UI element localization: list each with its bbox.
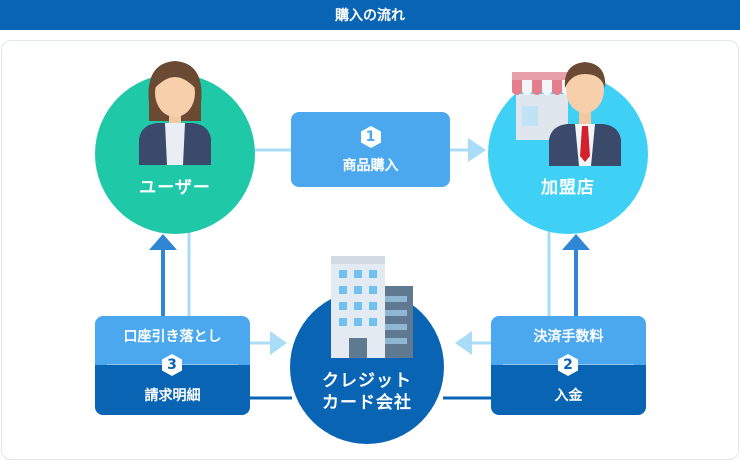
purchase-step-box: 1 商品購入 (291, 112, 450, 187)
step-3-number: 3 (167, 357, 177, 373)
billing-top: 口座引き落とし (95, 316, 250, 365)
settlement-bottom-label: 入金 (554, 388, 583, 404)
billing-bottom-label: 請求明細 (144, 388, 201, 404)
businessman-icon (549, 62, 621, 166)
card-company-label-line1: クレジット (322, 371, 412, 391)
diagram-header: 購入の流れ (0, 0, 740, 30)
purchase-label: 商品購入 (342, 157, 399, 174)
step-1-badge: 1 (360, 125, 382, 149)
settlement-top-label: 決済手数料 (533, 328, 604, 345)
step-3-badge: 3 (161, 353, 183, 377)
settlement-step-box: 決済手数料 入金 2 (491, 316, 646, 415)
billing-step-box: 口座引き落とし 請求明細 3 (95, 316, 250, 415)
card-company-label-line2: カード会社 (322, 393, 412, 413)
step-1-number: 1 (365, 128, 376, 145)
arrow-to-merchant (468, 138, 486, 162)
office-building-icon (331, 256, 413, 358)
arrow-to-card-from-right (455, 331, 472, 355)
arrow-to-user-up (149, 234, 177, 250)
woman-user-icon (139, 61, 211, 165)
step-2-badge: 2 (557, 353, 579, 377)
merchant-label: 加盟店 (541, 178, 595, 198)
user-label: ユーザー (139, 178, 211, 198)
arrow-to-merchant-up (562, 234, 590, 250)
billing-top-label: 口座引き落とし (123, 328, 222, 345)
step-2-number: 2 (563, 357, 573, 373)
header-title: 購入の流れ (335, 8, 405, 24)
arrow-to-card-from-left (270, 331, 287, 355)
